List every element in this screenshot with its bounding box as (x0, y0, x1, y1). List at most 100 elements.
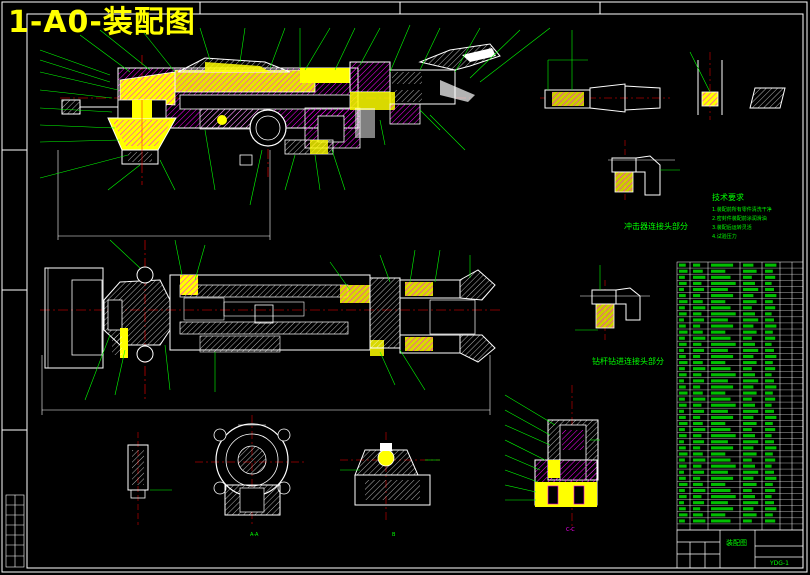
parts-cell-glyph (711, 391, 726, 395)
parts-cell-glyph (711, 519, 731, 523)
parts-cell-glyph (743, 379, 759, 383)
parts-cell-glyph (679, 452, 688, 456)
parts-cell-glyph (711, 440, 728, 444)
parts-cell-glyph (765, 367, 776, 371)
parts-cell-glyph (765, 379, 774, 383)
parts-cell-glyph (765, 269, 773, 273)
parts-cell-glyph (679, 440, 684, 444)
parts-cell-glyph (743, 385, 754, 389)
bottom-view-b (340, 432, 440, 520)
parts-cell-glyph (711, 306, 731, 310)
parts-cell-glyph (765, 513, 773, 517)
parts-cell-glyph (679, 495, 687, 499)
parts-cell-glyph (765, 294, 777, 298)
parts-cell-glyph (679, 330, 688, 334)
parts-cell-glyph (711, 507, 734, 511)
parts-cell-glyph (743, 446, 754, 450)
parts-cell-glyph (743, 403, 755, 407)
parts-cell-glyph (679, 428, 685, 432)
parts-cell-glyph (679, 342, 687, 346)
parts-cell-glyph (679, 507, 686, 511)
parts-cell-glyph (693, 330, 703, 334)
parts-cell-glyph (679, 397, 685, 401)
parts-cell-glyph (743, 397, 752, 401)
parts-cell-glyph (711, 421, 726, 426)
main-assembly-top-view (57, 43, 501, 240)
parts-cell-glyph (743, 330, 757, 334)
section-c-label: C-C (566, 527, 575, 533)
parts-cell-glyph (693, 367, 706, 371)
tech-req-line-1: 1.装配前所有零件清洗干净 (712, 206, 772, 213)
parts-cell-glyph (765, 421, 773, 426)
parts-list-rows (677, 263, 803, 525)
parts-cell-glyph (679, 458, 685, 462)
main-assembly-middle-view (40, 240, 500, 415)
parts-cell-glyph (693, 409, 705, 413)
parts-cell-glyph (765, 281, 772, 285)
parts-cell-glyph (693, 324, 701, 328)
parts-cell-glyph (679, 434, 687, 438)
parts-cell-glyph (765, 470, 774, 474)
parts-cell-glyph (743, 269, 757, 273)
parts-cell-glyph (765, 361, 773, 365)
parts-cell-glyph (693, 318, 705, 322)
parts-cell-glyph (743, 342, 755, 346)
parts-cell-glyph (693, 336, 706, 340)
parts-cell-glyph (679, 318, 684, 322)
parts-cell-glyph (765, 403, 772, 407)
parts-cell-glyph (679, 391, 688, 395)
parts-cell-glyph (765, 348, 774, 352)
parts-cell-glyph (693, 452, 703, 456)
parts-cell-glyph (679, 476, 686, 480)
parts-cell-glyph (765, 263, 777, 267)
title-block-number: YDG-1 (769, 560, 789, 567)
parts-cell-glyph (679, 367, 685, 371)
upper-fitting-caption: 冲击器连接头部分 (624, 221, 688, 231)
parts-cell-glyph (711, 312, 736, 316)
parts-cell-glyph (711, 501, 728, 505)
parts-cell-glyph (743, 294, 754, 298)
parts-cell-glyph (743, 428, 752, 432)
parts-cell-glyph (743, 275, 752, 279)
parts-cell-glyph (743, 495, 755, 499)
view-b-label: B (392, 532, 396, 538)
parts-cell-glyph (711, 367, 731, 371)
parts-cell-glyph (765, 287, 774, 292)
parts-cell-glyph (679, 470, 684, 474)
parts-cell-glyph (743, 300, 757, 304)
parts-cell-glyph (679, 275, 685, 279)
parts-cell-glyph (711, 482, 726, 486)
parts-cell-glyph (711, 470, 728, 474)
parts-cell-glyph (765, 330, 773, 334)
parts-cell-glyph (711, 434, 736, 438)
parts-cell-glyph (743, 409, 759, 413)
parts-cell-glyph (679, 501, 684, 505)
parts-cell-glyph (743, 470, 759, 474)
parts-cell-glyph (765, 409, 774, 413)
parts-cell-glyph (711, 415, 734, 419)
parts-cell-glyph (693, 513, 703, 517)
parts-cell-glyph (711, 281, 736, 285)
parts-cell-glyph (693, 501, 705, 505)
parts-cell-glyph (765, 464, 772, 468)
parts-cell-glyph (679, 373, 687, 377)
tech-req-title: 技术要求 (712, 192, 744, 202)
parts-cell-glyph (679, 464, 687, 468)
parts-cell-glyph (679, 306, 685, 310)
parts-cell-glyph (765, 275, 776, 279)
section-a-label: A-A (250, 532, 259, 538)
parts-cell-glyph (679, 269, 688, 273)
parts-cell-glyph (693, 403, 702, 407)
parts-cell-glyph (693, 482, 703, 486)
parts-cell-glyph (693, 342, 702, 346)
parts-cell-glyph (743, 421, 757, 426)
parts-cell-glyph (743, 336, 752, 340)
parts-cell-glyph (693, 464, 702, 468)
parts-cell-glyph (711, 330, 726, 334)
parts-cell-glyph (679, 312, 687, 316)
parts-cell-glyph (679, 379, 684, 383)
parts-cell-glyph (711, 361, 726, 365)
parts-cell-glyph (743, 482, 757, 486)
parts-cell-glyph (679, 421, 688, 426)
